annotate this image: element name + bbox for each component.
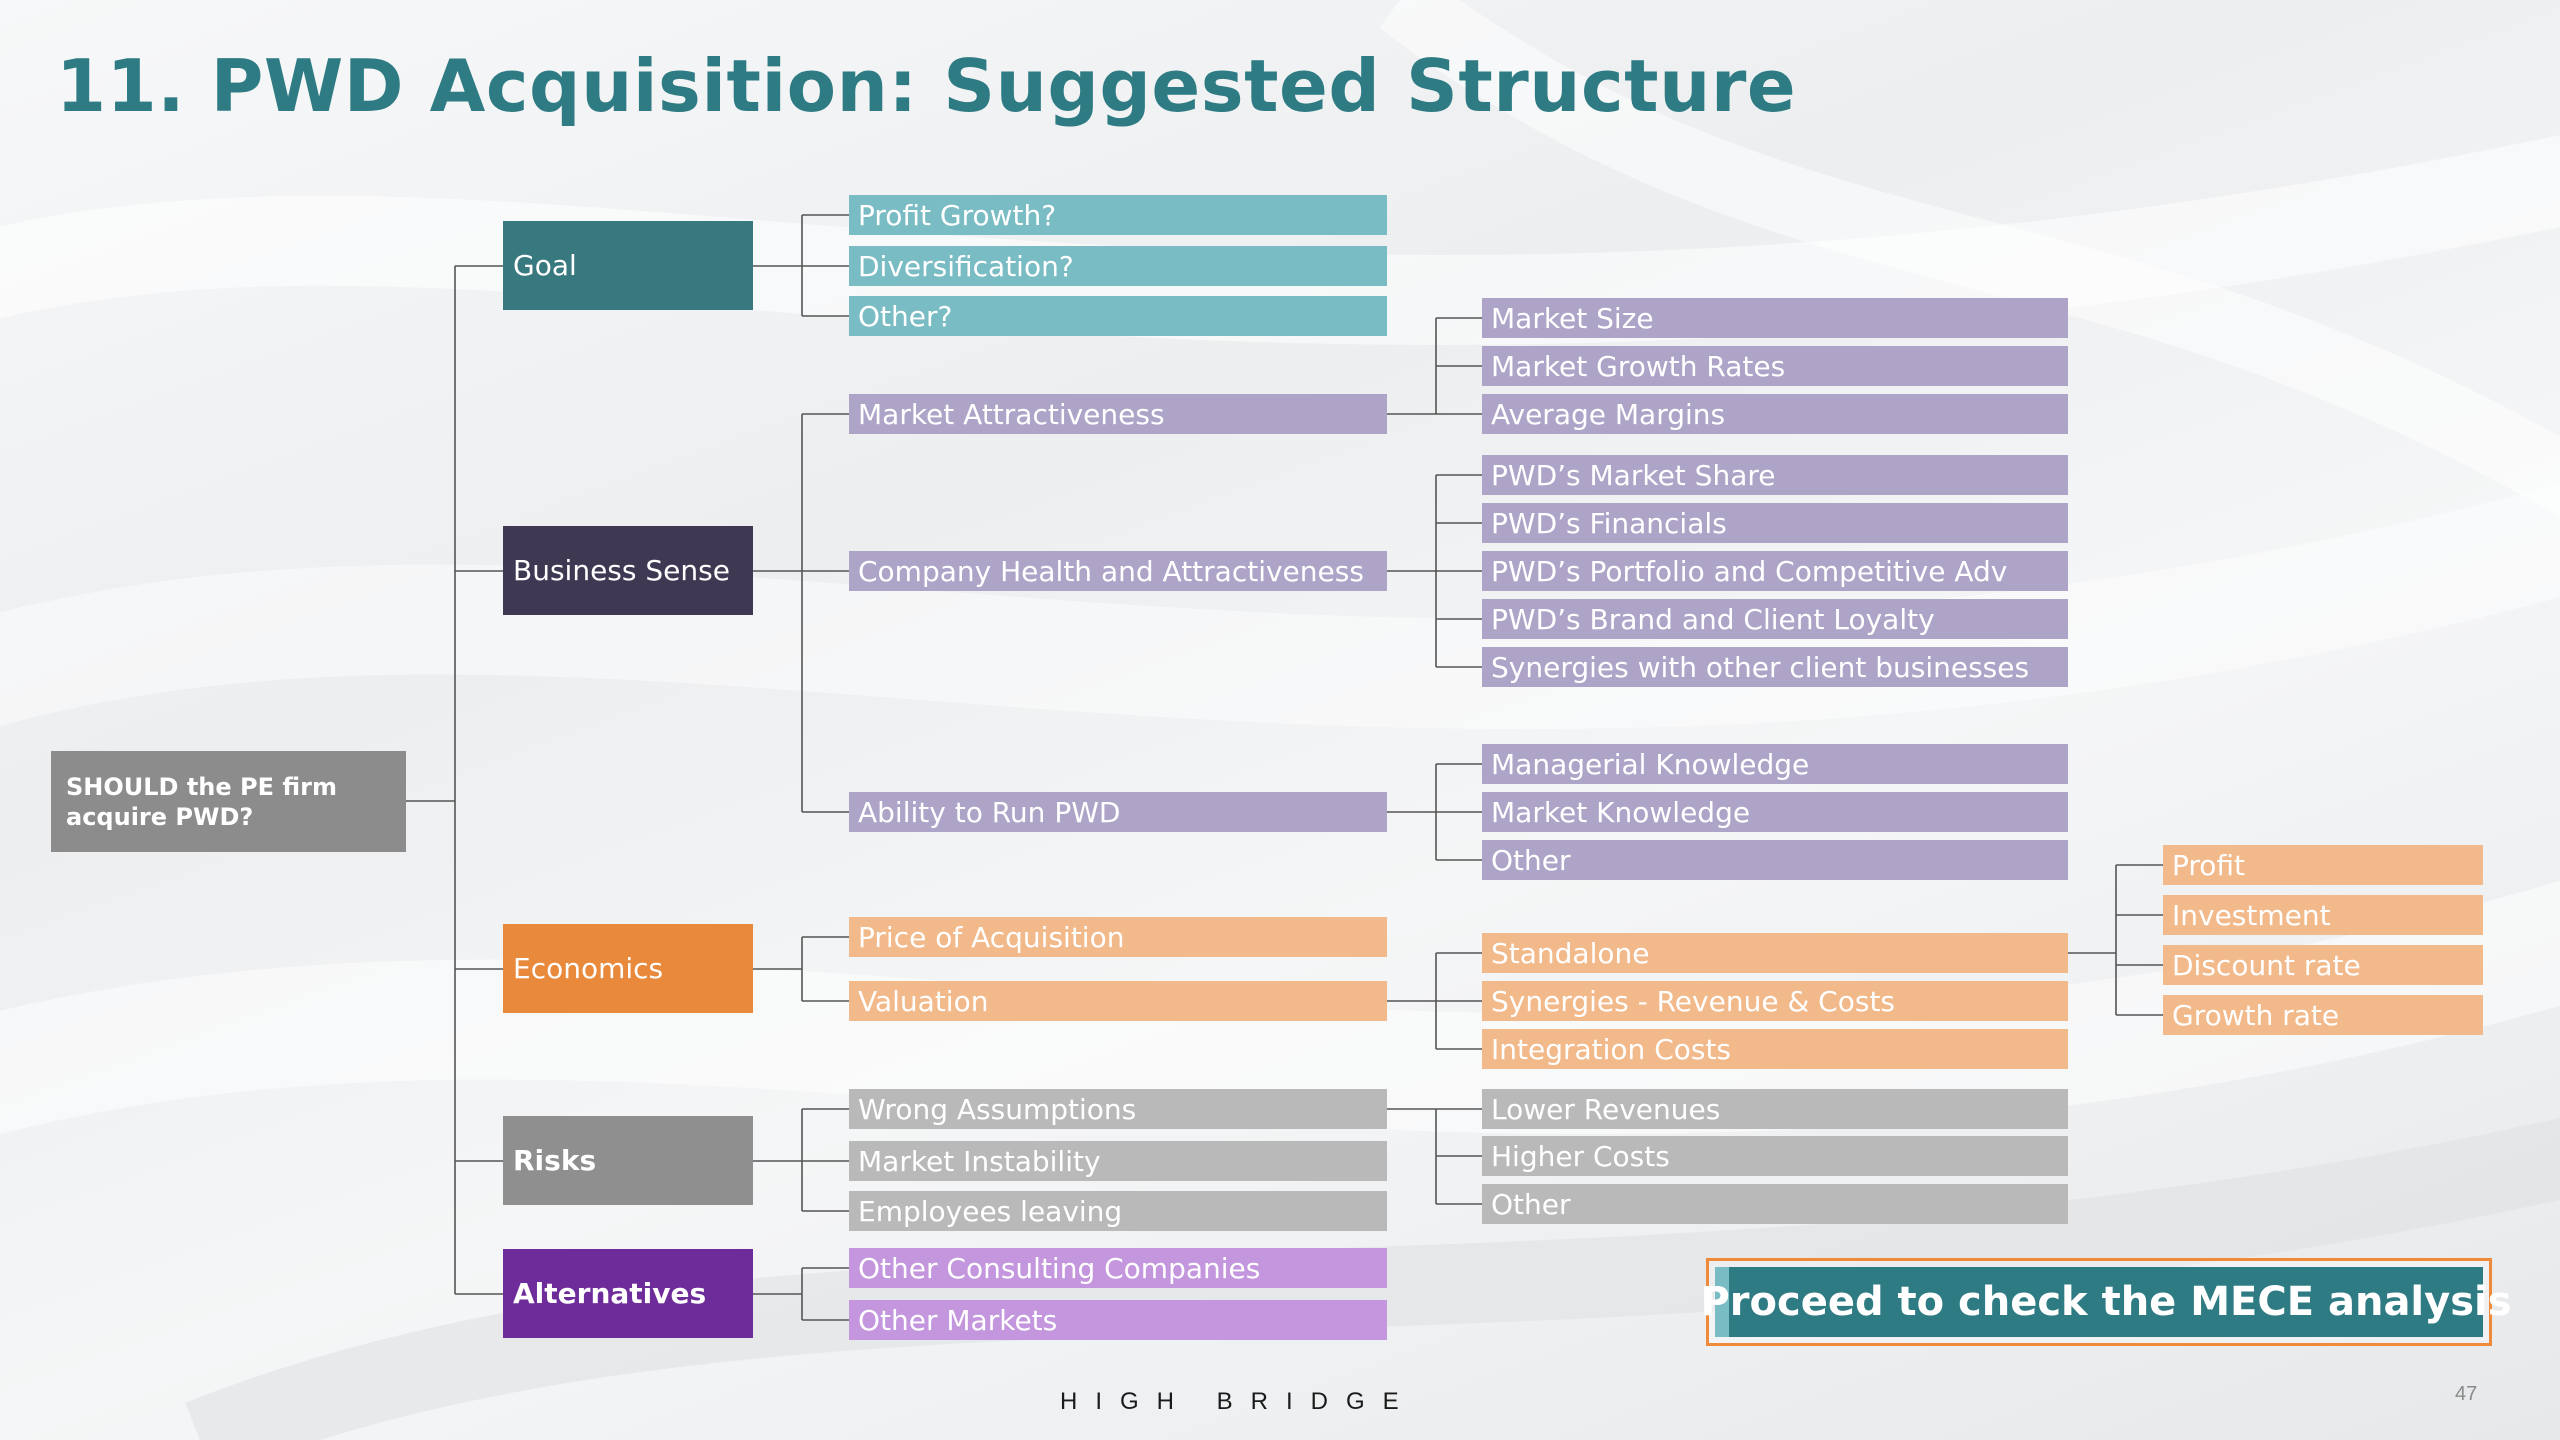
node-economics: Economics: [503, 924, 753, 1013]
node-pwd-financials: PWD’s Financials: [1482, 503, 2068, 543]
node-company-health: Company Health and Attractiveness: [849, 551, 1387, 591]
mece-analysis-button[interactable]: Proceed to check the MECE analysis: [1700, 1258, 2512, 1346]
node-valuation: Valuation: [849, 981, 1387, 1021]
node-standalone: Standalone: [1482, 933, 2068, 973]
node-average-margins: Average Margins: [1482, 394, 2068, 434]
node-other-consulting: Other Consulting Companies: [849, 1248, 1387, 1288]
node-goal-other: Other?: [849, 296, 1387, 336]
node-market-size: Market Size: [1482, 298, 2068, 338]
node-managerial-knowledge: Managerial Knowledge: [1482, 744, 2068, 784]
node-market-growth-rates: Market Growth Rates: [1482, 346, 2068, 386]
node-discount-rate: Discount rate: [2163, 945, 2483, 985]
node-risks: Risks: [503, 1116, 753, 1205]
node-pwd-market-share: PWD’s Market Share: [1482, 455, 2068, 495]
page-title: 11. PWD Acquisition: Suggested Structure: [56, 44, 1797, 128]
node-diversification: Diversification?: [849, 246, 1387, 286]
node-ability-to-run: Ability to Run PWD: [849, 792, 1387, 832]
root-question-box: SHOULD the PE firm acquire PWD?: [51, 751, 406, 852]
node-synergies-clients: Synergies with other client businesses: [1482, 647, 2068, 687]
node-market-knowledge: Market Knowledge: [1482, 792, 2068, 832]
node-higher-costs: Higher Costs: [1482, 1136, 2068, 1176]
node-market-attractiveness: Market Attractiveness: [849, 394, 1387, 434]
node-pwd-portfolio: PWD’s Portfolio and Competitive Adv: [1482, 551, 2068, 591]
node-risks-other: Other: [1482, 1184, 2068, 1224]
node-pwd-brand: PWD’s Brand and Client Loyalty: [1482, 599, 2068, 639]
node-growth-rate: Growth rate: [2163, 995, 2483, 1035]
page-number: 47: [2455, 1383, 2478, 1405]
node-other-markets: Other Markets: [849, 1300, 1387, 1340]
node-lower-revenues: Lower Revenues: [1482, 1089, 2068, 1129]
node-goal: Goal: [503, 221, 753, 310]
node-profit-growth: Profit Growth?: [849, 195, 1387, 235]
node-synergies-revenue: Synergies - Revenue & Costs: [1482, 981, 2068, 1021]
brand-logo-text: HIGH BRIDGE: [1060, 1388, 1417, 1415]
node-investment: Investment: [2163, 895, 2483, 935]
node-employees-leaving: Employees leaving: [849, 1191, 1387, 1231]
node-profit: Profit: [2163, 845, 2483, 885]
node-integration-costs: Integration Costs: [1482, 1029, 2068, 1069]
node-price-of-acquisition: Price of Acquisition: [849, 917, 1387, 957]
node-alternatives: Alternatives: [503, 1249, 753, 1338]
mece-analysis-button-label: Proceed to check the MECE analysis: [1700, 1267, 2512, 1337]
node-wrong-assumptions: Wrong Assumptions: [849, 1089, 1387, 1129]
node-market-instability: Market Instability: [849, 1141, 1387, 1181]
node-business-sense: Business Sense: [503, 526, 753, 615]
node-ability-other: Other: [1482, 840, 2068, 880]
